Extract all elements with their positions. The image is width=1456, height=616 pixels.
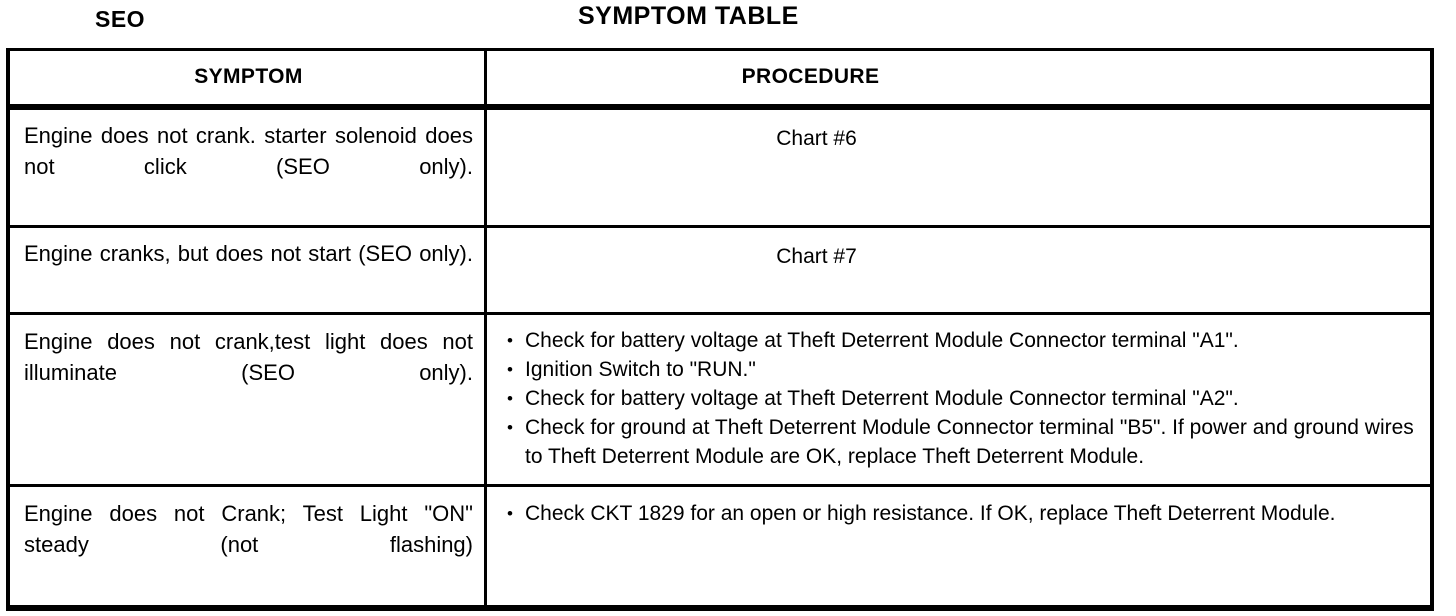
table-row: Engine does not Crank; Test Light "ON" s… bbox=[10, 487, 1430, 605]
list-item: • Check for battery voltage at Theft Det… bbox=[507, 326, 1416, 355]
symptom-text: Engine cranks, but does not start (SEO o… bbox=[24, 241, 473, 266]
cell-symptom: Engine cranks, but does not start (SEO o… bbox=[10, 228, 487, 312]
bullet-icon: • bbox=[507, 331, 513, 350]
cell-symptom: Engine does not crank. starter solenoid … bbox=[10, 110, 487, 225]
bullet-icon: • bbox=[507, 389, 513, 408]
cell-procedure: • Check CKT 1829 for an open or high res… bbox=[487, 487, 1430, 605]
bullet-icon: • bbox=[507, 418, 513, 437]
page-title: SYMPTOM TABLE bbox=[578, 2, 799, 30]
page-header: SEO SYMPTOM TABLE bbox=[0, 0, 1456, 46]
list-item-text: Check for battery voltage at Theft Deter… bbox=[525, 329, 1239, 352]
procedure-text: Chart #6 bbox=[776, 127, 857, 150]
list-item-text: Check for battery voltage at Theft Deter… bbox=[525, 387, 1239, 410]
table-row: Engine does not crank,test light does no… bbox=[10, 315, 1430, 487]
list-item: • Check for battery voltage at Theft Det… bbox=[507, 384, 1416, 413]
table-row: Engine cranks, but does not start (SEO o… bbox=[10, 228, 1430, 315]
procedure-bullet-list: • Check CKT 1829 for an open or high res… bbox=[507, 499, 1416, 528]
symptom-text: Engine does not crank,test light does no… bbox=[24, 329, 473, 385]
symptom-text: Engine does not crank. starter solenoid … bbox=[24, 123, 473, 179]
table-row: Engine does not crank. starter solenoid … bbox=[10, 110, 1430, 228]
cell-symptom: Engine does not crank,test light does no… bbox=[10, 315, 487, 484]
list-item-text: Check CKT 1829 for an open or high resis… bbox=[525, 502, 1336, 525]
seo-label: SEO bbox=[95, 6, 146, 32]
symptom-text: Engine does not Crank; Test Light "ON" s… bbox=[24, 501, 473, 557]
list-item-text: Check for ground at Theft Deterrent Modu… bbox=[525, 416, 1414, 468]
list-item: • Ignition Switch to "RUN." bbox=[507, 355, 1416, 384]
column-header-procedure: PROCEDURE bbox=[741, 65, 880, 88]
symptom-table: SYMPTOM PROCEDURE Engine does not crank.… bbox=[6, 48, 1434, 611]
list-item: • Check for ground at Theft Deterrent Mo… bbox=[507, 413, 1416, 471]
procedure-bullet-list: • Check for battery voltage at Theft Det… bbox=[507, 326, 1416, 471]
bullet-icon: • bbox=[507, 504, 513, 523]
cell-procedure: Chart #6 bbox=[487, 110, 1430, 225]
list-item-text: Ignition Switch to "RUN." bbox=[525, 358, 756, 381]
cell-procedure: Chart #7 bbox=[487, 228, 1430, 312]
list-item: • Check CKT 1829 for an open or high res… bbox=[507, 499, 1416, 528]
bullet-icon: • bbox=[507, 360, 513, 379]
column-header-symptom: SYMPTOM bbox=[10, 51, 487, 104]
table-header-row: SYMPTOM PROCEDURE bbox=[10, 51, 1430, 110]
cell-symptom: Engine does not Crank; Test Light "ON" s… bbox=[10, 487, 487, 605]
cell-procedure: • Check for battery voltage at Theft Det… bbox=[487, 315, 1430, 484]
procedure-text: Chart #7 bbox=[776, 245, 857, 268]
